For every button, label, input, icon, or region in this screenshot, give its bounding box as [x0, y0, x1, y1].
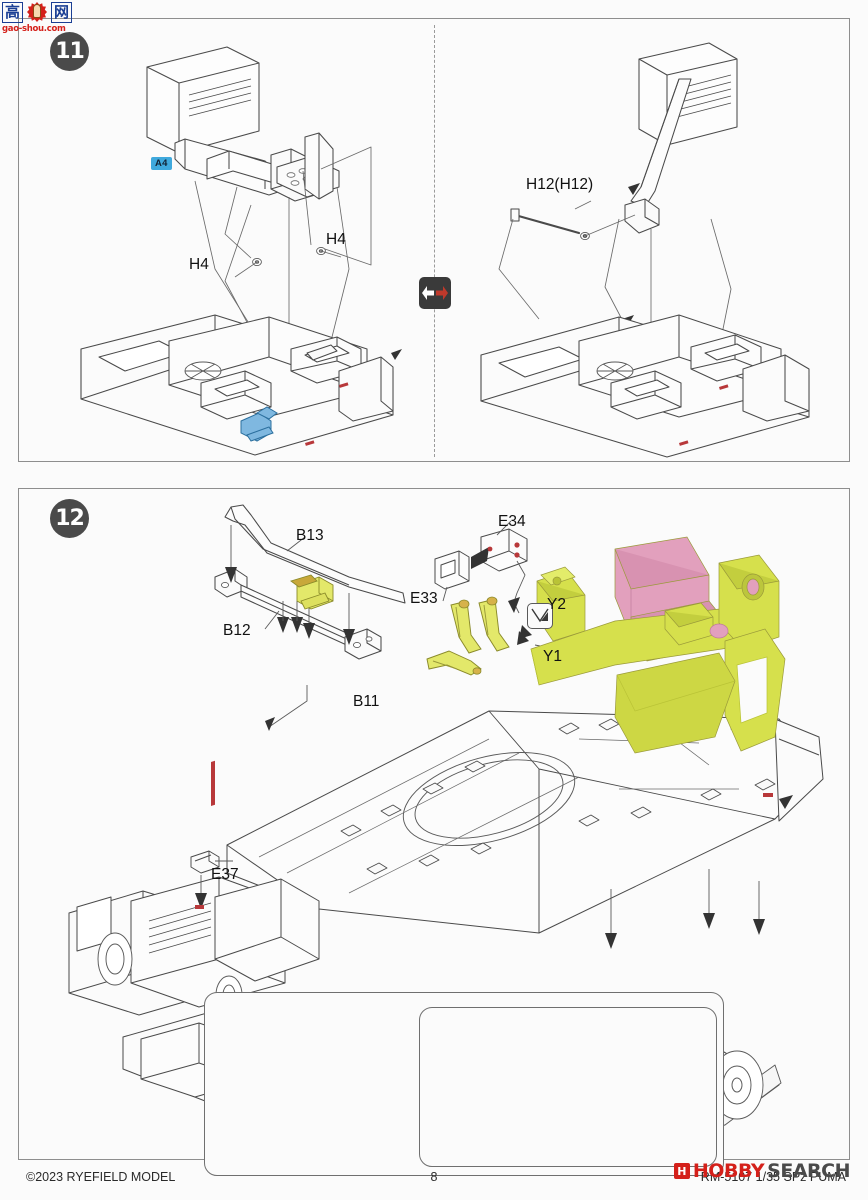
part-label-e33: E33: [410, 590, 438, 607]
page-footer: ©2023 RYEFIELD MODEL 8 RM-5107 1/35 SPz …: [0, 1160, 868, 1200]
gaoshou-url: gao-shou.com: [2, 24, 66, 34]
gaoshou-logo-row: 高 网: [2, 1, 76, 24]
gaoshou-char-right: 网: [51, 2, 72, 23]
part-label-b11: B11: [353, 693, 380, 710]
step-panel-12: 12: [18, 488, 850, 1176]
hobby-search-mark-icon: H: [673, 1163, 690, 1179]
step-number-badge-12: 12: [50, 499, 89, 538]
part-chip-a4: A4: [151, 157, 172, 170]
step-11-left-exploded-diagram: [80, 46, 402, 456]
part-label-h4-left: H4: [189, 256, 209, 273]
thumbs-up-burst-icon: [24, 1, 50, 24]
mirror-left-right-icon: [419, 277, 451, 309]
fold-bend-icon: [527, 603, 553, 629]
part-label-y1: Y1: [543, 648, 562, 665]
step-panel-11: 11: [18, 18, 850, 462]
gaoshou-char-left: 高: [2, 2, 23, 23]
part-label-e37: E37: [211, 866, 239, 883]
page-number: 8: [430, 1170, 438, 1184]
copyright-text: ©2023 RYEFIELD MODEL: [26, 1170, 176, 1184]
part-label-b13: B13: [296, 527, 324, 544]
step-11-dashed-divider: [434, 25, 435, 457]
part-label-e34: E34: [498, 513, 526, 530]
hobby-search-word-search: SEARCH: [767, 1160, 850, 1182]
step-11-right-mirrored-diagram: [480, 42, 810, 458]
part-label-h12-pair: H12(H12): [526, 176, 594, 193]
gaoshou-watermark: 高 网 gao-shou.com: [2, 1, 76, 37]
part-label-h4-right: H4: [326, 231, 346, 248]
hobby-search-watermark: H HOBBY SEARCH: [673, 1160, 850, 1182]
kit-code-text: RM-5107 1/35 SPz PUMA: [700, 1170, 846, 1184]
part-label-b12: B12: [223, 622, 251, 639]
subassembly-box-bracket: [419, 1007, 717, 1167]
step-number-badge-11: 11: [50, 32, 89, 71]
part-label-y2: Y2: [547, 596, 566, 613]
hobby-search-word-hobby: HOBBY: [692, 1160, 765, 1182]
